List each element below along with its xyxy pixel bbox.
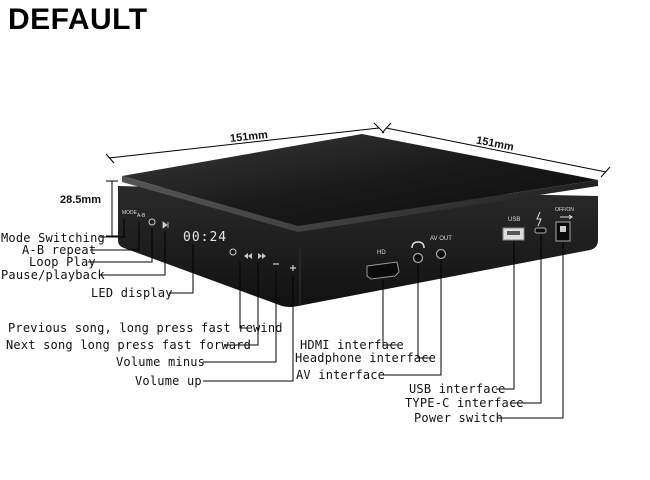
callout-next-song: Next song long press fast forward xyxy=(6,338,252,352)
loop-play-icon xyxy=(148,218,156,226)
leader-hdmi xyxy=(382,280,397,346)
panel-ab-label: A-B xyxy=(137,213,146,219)
av-out-jack xyxy=(435,248,447,260)
leader-previous-song xyxy=(239,262,248,329)
callout-headphone-interface: Headphone interface xyxy=(295,351,437,365)
depth-dimension-line xyxy=(385,127,607,173)
panel-mode-label: MODE xyxy=(122,210,138,216)
hdmi-port xyxy=(366,261,400,280)
volume-plus-icon xyxy=(290,265,296,271)
callout-mode-switching: Mode Switching xyxy=(1,231,105,245)
panel-power-label: OFF/ON xyxy=(555,207,574,213)
leader-led-display xyxy=(169,244,194,294)
height-dimension-label: 28.5mm xyxy=(60,194,101,206)
brand-title: DEFAULT xyxy=(8,3,148,36)
callout-power-switch: Power switch xyxy=(414,411,504,425)
device-body xyxy=(118,134,598,307)
previous-track-icon xyxy=(229,248,237,256)
callout-pause-playback: Pause/playback xyxy=(1,268,105,282)
power-switch-knob xyxy=(560,226,566,232)
callout-typec-interface: TYPE-C interface xyxy=(405,396,524,410)
callout-led-display: LED display xyxy=(91,286,173,300)
lightning-icon xyxy=(536,211,542,227)
leader-headphone xyxy=(417,263,430,359)
fast-forward-icon xyxy=(258,253,266,259)
callout-loop-play: Loop Play xyxy=(29,255,96,269)
callout-volume-minus: Volume minus xyxy=(116,355,206,369)
depth-tick-right xyxy=(600,166,611,178)
leader-next-song xyxy=(224,262,259,346)
leader-ab-repeat xyxy=(90,222,140,251)
callout-hdmi-interface: HDMI interface xyxy=(300,338,404,352)
leader-av xyxy=(379,259,442,376)
leader-typec xyxy=(510,234,542,404)
headphone-jack xyxy=(412,252,424,264)
device-front-face xyxy=(118,186,598,307)
panel-usb-label: USB xyxy=(508,217,520,223)
device-lid-rim xyxy=(122,176,598,232)
device-panel-controls: MODE A-B 00:24 HD AV OUT USB OFF/ON xyxy=(122,207,574,280)
leader-loop-play xyxy=(88,228,153,263)
width-dimension-line xyxy=(108,127,380,159)
leader-volume-up xyxy=(203,276,294,382)
callout-previous-song: Previous song, long press fast rewind xyxy=(8,321,283,335)
callout-usb-interface: USB interface xyxy=(409,382,506,396)
rewind-icon xyxy=(244,253,252,259)
leader-volume-minus xyxy=(203,270,277,363)
width-tick-left xyxy=(105,153,115,164)
callout-av-interface: AV interface xyxy=(296,368,386,382)
callout-leaders xyxy=(88,219,564,419)
device-top-lid xyxy=(122,134,598,226)
panel-av-out-label: AV OUT xyxy=(430,236,452,242)
dimension-lines xyxy=(105,122,611,237)
led-display-readout: 00:24 xyxy=(183,230,227,245)
width-tick-right xyxy=(373,122,385,134)
usb-port-inner xyxy=(507,231,520,235)
leader-pause-playback xyxy=(101,231,166,276)
callout-volume-up: Volume up xyxy=(135,374,202,388)
callout-ab-repeat: A-B repeat xyxy=(22,243,97,257)
panel-hd-label: HD xyxy=(377,250,386,256)
leader-usb xyxy=(496,241,515,390)
leader-power xyxy=(497,242,564,419)
depth-tick-left xyxy=(381,122,392,134)
leader-mode-switching xyxy=(100,219,125,238)
typec-port xyxy=(534,227,547,234)
play-pause-icon xyxy=(162,221,169,229)
power-arrow-icon xyxy=(560,214,573,220)
headphone-icon xyxy=(411,241,425,249)
